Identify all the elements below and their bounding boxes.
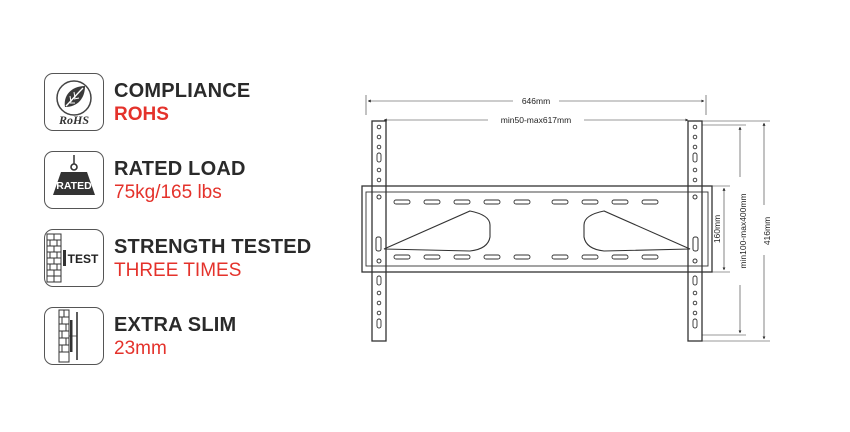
rail-hole: [692, 134, 698, 140]
overall-width-dimension: 646mm: [365, 95, 707, 115]
rohs-leaf-icon: RoHS: [44, 73, 104, 131]
rail-hole: [376, 310, 382, 316]
rail-hole: [376, 167, 382, 173]
feature-extra-slim: EXTRA SLIM 23mm: [44, 307, 344, 369]
feature-subtitle: ROHS: [114, 104, 169, 125]
rail-hole: [692, 167, 698, 173]
slim-profile-icon: [44, 307, 104, 365]
bar-slot: [551, 254, 569, 260]
bar-slot: [611, 199, 629, 205]
rail-hole: [692, 300, 698, 306]
right-wall-rail: [687, 120, 703, 342]
bar-slot: [483, 199, 501, 205]
feature-subtitle: 75kg/165 lbs: [114, 182, 222, 203]
feature-title: STRENGTH TESTED: [114, 236, 312, 258]
rail-hole: [376, 152, 382, 163]
rail-hole: [692, 290, 698, 296]
bar-slot: [423, 199, 441, 205]
test-wall-icon: TEST: [44, 229, 104, 287]
horizontal-mounting-bar: [361, 185, 713, 273]
vesa-range-label: min100-max400mm: [738, 193, 748, 268]
feature-title: RATED LOAD: [114, 158, 246, 180]
rail-hole: [376, 177, 382, 183]
bar-slot: [551, 199, 569, 205]
test-icon-text: TEST: [68, 252, 99, 266]
rail-hole: [376, 300, 382, 306]
left-wall-rail: [371, 120, 387, 342]
overall-width-label: 646mm: [522, 96, 550, 106]
bar-slot: [423, 254, 441, 260]
bar-slot: [611, 254, 629, 260]
mount-dimension-diagram: 646mm min50-max617mm 160mm: [361, 95, 772, 342]
stud-range-dimension: min50-max617mm: [383, 114, 689, 125]
rail-hole: [692, 310, 698, 316]
rail-hole: [376, 275, 382, 286]
rail-hole: [692, 275, 698, 286]
bar-slot: [393, 199, 411, 205]
feature-subtitle: THREE TIMES: [114, 260, 242, 281]
rated-weight-icon: RATED: [44, 151, 104, 209]
hole-spacing-label: 160mm: [712, 215, 722, 243]
rated-icon-text: RATED: [56, 180, 92, 192]
rail-hole: [376, 290, 382, 296]
rail-hole: [692, 144, 698, 150]
bar-slot: [513, 254, 531, 260]
feature-title: EXTRA SLIM: [114, 314, 237, 336]
bar-slot: [581, 254, 599, 260]
bar-slot: [453, 199, 471, 205]
rail-hole: [376, 134, 382, 140]
rohs-icon-text: RoHS: [58, 113, 89, 127]
vesa-range-dimension: min100-max400mm: [702, 124, 748, 336]
stud-range-label: min50-max617mm: [501, 115, 571, 125]
bar-slot: [641, 199, 659, 205]
overall-height-label: 416mm: [762, 217, 772, 245]
feature-subtitle: 23mm: [114, 338, 167, 359]
feature-title: COMPLIANCE: [114, 80, 251, 102]
rail-hole: [376, 124, 382, 130]
feature-strength-tested: TEST STRENGTH TESTED THREE TIMES: [44, 229, 344, 291]
bar-slot: [641, 254, 659, 260]
bar-slot: [513, 199, 531, 205]
rail-hole: [692, 152, 698, 163]
bar-slot: [393, 254, 411, 260]
rail-hole: [692, 124, 698, 130]
bar-slot: [453, 254, 471, 260]
hole-spacing-dimension: 160mm: [702, 185, 730, 273]
rail-hole: [376, 144, 382, 150]
feature-rated-load: RATED RATED LOAD 75kg/165 lbs: [44, 151, 344, 213]
rail-hole: [376, 318, 382, 329]
overall-height-dimension: 416mm: [702, 120, 772, 342]
feature-compliance: RoHS COMPLIANCE ROHS: [44, 73, 344, 135]
bar-slot: [483, 254, 501, 260]
rail-hole: [692, 177, 698, 183]
bar-slot: [581, 199, 599, 205]
rail-hole: [692, 318, 698, 329]
